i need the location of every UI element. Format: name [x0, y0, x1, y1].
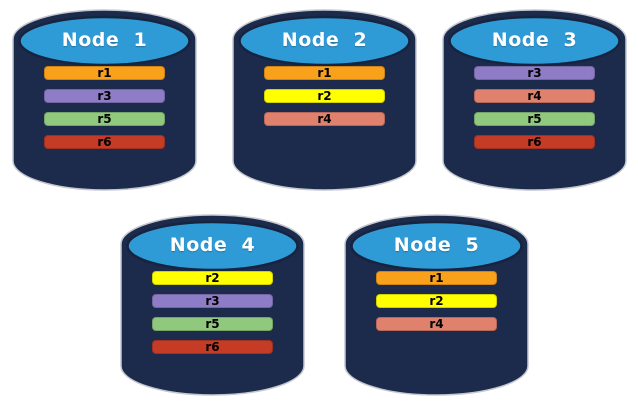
node-title: Node 1 — [61, 29, 148, 51]
replica-bar: r3 — [152, 294, 273, 308]
node-4: Node 4 r2 r3 r5 r6 — [119, 213, 306, 397]
cylinder-top-face — [238, 15, 411, 67]
replica-bar: r3 — [474, 66, 595, 80]
replica-bar: r2 — [152, 271, 273, 285]
replica-bar: r1 — [376, 271, 497, 285]
replica-bar: r3 — [44, 89, 165, 103]
replica-bar: r4 — [376, 317, 497, 331]
cylinder-top-face — [448, 15, 621, 67]
replica-bar: r4 — [474, 89, 595, 103]
node-title: Node 5 — [393, 234, 480, 256]
node-title: Node 2 — [281, 29, 368, 51]
cylinder-top-face — [18, 15, 191, 67]
replica-bar: r2 — [376, 294, 497, 308]
node-title: Node 3 — [491, 29, 578, 51]
node-1: Node 1 r1 r3 r5 r6 — [11, 8, 198, 192]
replica-list: r1 r2 r4 — [376, 271, 497, 340]
replica-list: r3 r4 r5 r6 — [474, 66, 595, 158]
replica-bar: r6 — [44, 135, 165, 149]
replica-bar: r1 — [264, 66, 385, 80]
replica-bar: r5 — [474, 112, 595, 126]
replica-bar: r1 — [44, 66, 165, 80]
replica-bar: r4 — [264, 112, 385, 126]
node-2: Node 2 r1 r2 r4 — [231, 8, 418, 192]
replica-bar: r2 — [264, 89, 385, 103]
replica-list: r1 r2 r4 — [264, 66, 385, 135]
replica-bar: r5 — [152, 317, 273, 331]
cylinder-top-face — [126, 220, 299, 272]
node-title: Node 4 — [169, 234, 256, 256]
node-3: Node 3 r3 r4 r5 r6 — [441, 8, 628, 192]
replica-list: r1 r3 r5 r6 — [44, 66, 165, 158]
replica-bar: r6 — [152, 340, 273, 354]
cylinder-top-face — [350, 220, 523, 272]
node-5: Node 5 r1 r2 r4 — [343, 213, 530, 397]
replica-bar: r6 — [474, 135, 595, 149]
replica-list: r2 r3 r5 r6 — [152, 271, 273, 363]
replica-bar: r5 — [44, 112, 165, 126]
